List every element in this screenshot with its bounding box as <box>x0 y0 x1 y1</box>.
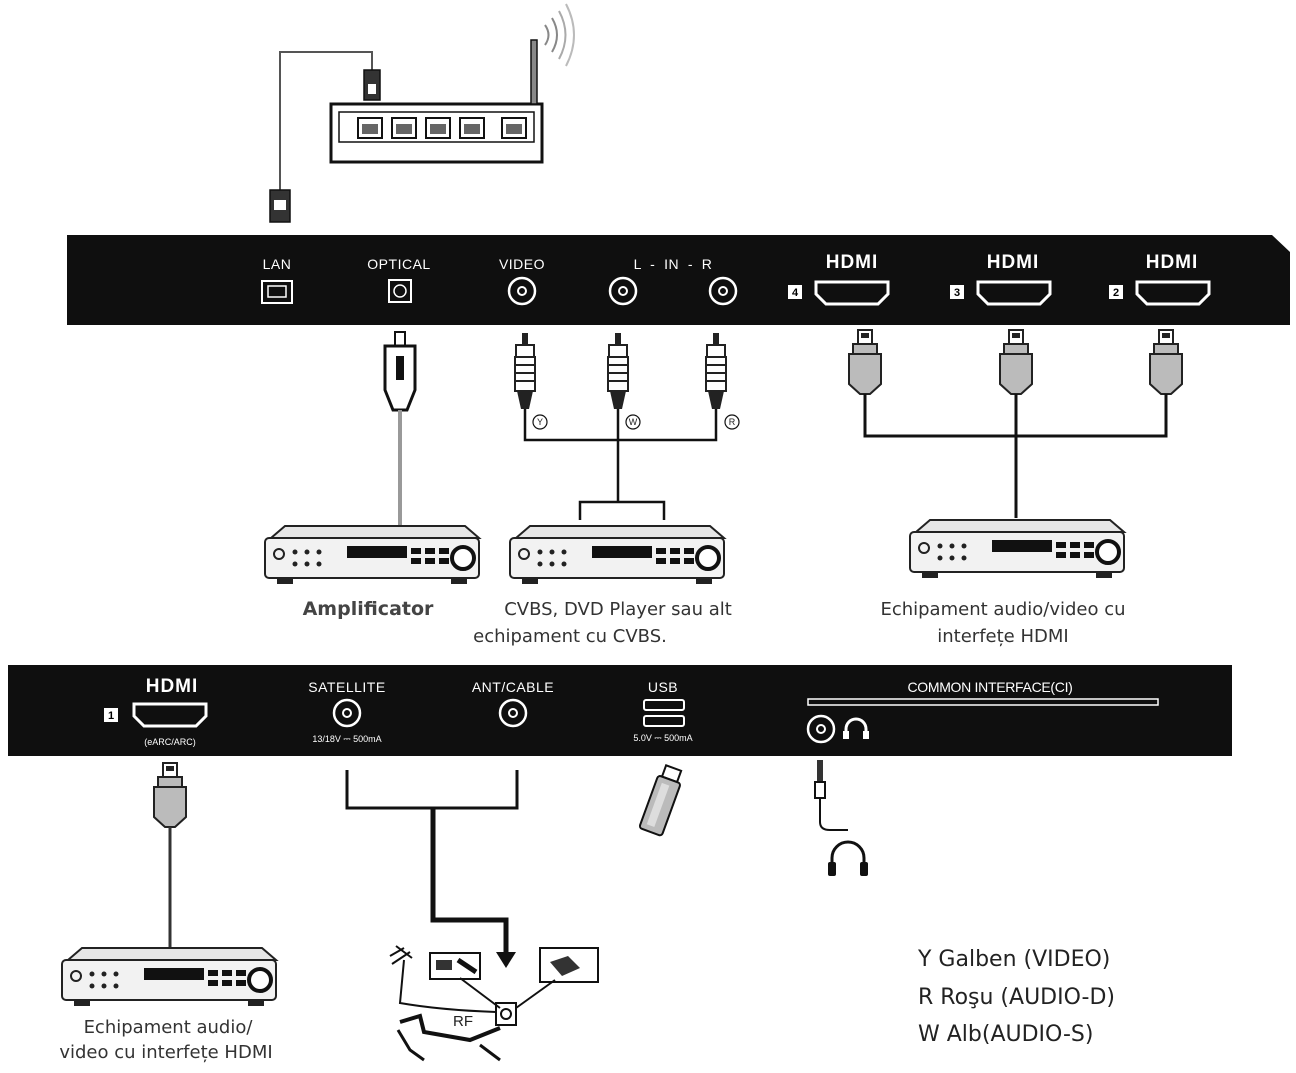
lan-label: LAN <box>263 256 292 272</box>
hdmi-equipment-caption-line2: interfețe HDMI <box>937 626 1068 647</box>
hdmi-4-logo: HDMI <box>826 252 879 273</box>
audio-l-plug <box>607 332 629 410</box>
common-interface-label: COMMON INTERFACE(CI) <box>907 679 1072 695</box>
satellite-spec: 13/18V ⎓ 500mA <box>312 734 381 744</box>
ant-cable-label: ANT/CABLE <box>472 679 554 695</box>
color-legend: Y Galben (VIDEO) R Roşu (AUDIO-D) W Alb(… <box>917 947 1115 1047</box>
antenna-splitter: RF <box>389 945 599 1062</box>
optical-cable <box>383 331 417 525</box>
video-plug <box>514 332 536 410</box>
video-label: VIDEO <box>499 256 545 272</box>
bottom-hdmi-device <box>60 946 278 1008</box>
rf-label: RF <box>453 1013 473 1030</box>
bottom-connector-panel: HDMI 1 (eARC/ARC) SATELLITE 13/18V ⎓ 500… <box>8 665 1232 756</box>
hdmi-1-number: 1 <box>108 710 114 722</box>
legend-yellow: Y Galben (VIDEO) <box>917 947 1110 972</box>
legend-red: R Roşu (AUDIO-D) <box>918 985 1115 1010</box>
usb-ports <box>643 699 685 727</box>
marker-r: R <box>729 417 736 427</box>
optical-label: OPTICAL <box>367 256 430 272</box>
audio-in-label: L - IN - R <box>634 256 713 272</box>
bottom-hdmi-caption-line1: Echipament audio/ <box>84 1017 254 1038</box>
hdmi-cable <box>863 394 1168 518</box>
hdmi-4-plug <box>848 329 882 395</box>
hdmi-3-plug <box>999 329 1033 395</box>
headphone-icon <box>843 717 869 739</box>
hdmi-2-logo: HDMI <box>1146 252 1199 273</box>
router <box>269 3 575 223</box>
marker-w: W <box>629 417 638 427</box>
headphones <box>814 760 868 876</box>
hdmi-1-logo: HDMI <box>146 676 199 697</box>
top-connector-panel: LAN OPTICAL VIDEO L - IN - R HDMI 4 HDMI… <box>67 235 1290 325</box>
rca-markers: Y W R <box>532 414 740 430</box>
bottom-hdmi-caption-line2: video cu interfețe HDMI <box>59 1042 272 1063</box>
usb-spec: 5.0V ⎓ 500mA <box>633 733 692 743</box>
hdmi-2-plug <box>1149 329 1183 395</box>
ci-slot <box>807 698 1159 706</box>
rf-cable <box>345 770 519 968</box>
usb-label: USB <box>648 679 678 695</box>
audio-r-plug <box>705 332 727 410</box>
amplifier-device <box>263 524 481 586</box>
cvbs-caption-line2: echipament cu CVBS. <box>473 626 667 647</box>
cvbs-caption-line1: CVBS, DVD Player sau alt <box>504 599 732 620</box>
hdmi-equipment-caption-line1: Echipament audio/video cu <box>880 599 1125 620</box>
hdmi-3-number: 3 <box>954 287 960 299</box>
hdmi-1-plug <box>153 762 187 828</box>
rca-cable <box>523 409 718 520</box>
optical-port <box>388 279 412 303</box>
hdmi-av-device <box>908 518 1126 580</box>
cvbs-dvd-device <box>508 524 726 586</box>
hdmi-2-number: 2 <box>1113 287 1119 299</box>
lan-port <box>261 280 293 304</box>
amplifier-caption: Amplificator <box>303 598 434 620</box>
marker-y: Y <box>537 417 543 427</box>
usb-stick <box>638 764 683 837</box>
hdmi-4-number: 4 <box>792 287 799 299</box>
hdmi-3-logo: HDMI <box>987 252 1040 273</box>
satellite-label: SATELLITE <box>308 679 385 695</box>
hdmi-1-sub: (eARC/ARC) <box>144 737 196 747</box>
legend-white: W Alb(AUDIO-S) <box>918 1022 1093 1047</box>
